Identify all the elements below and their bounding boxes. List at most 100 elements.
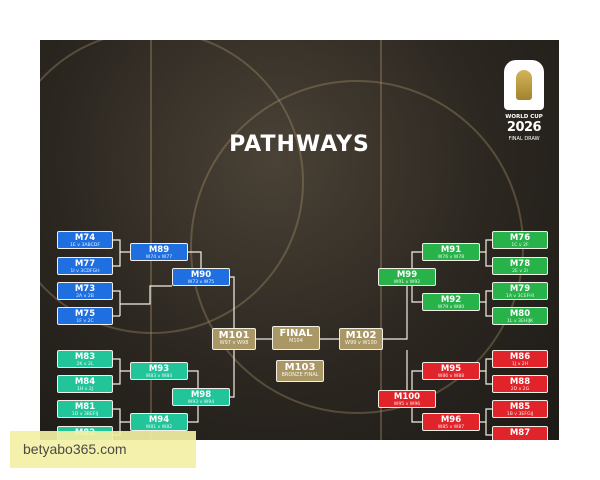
match-code: M80 — [509, 309, 531, 319]
match-subtitle: 1E v 3ABCDF — [70, 243, 100, 248]
trophy-icon — [504, 60, 544, 110]
match-subtitle: W73 v W75 — [187, 280, 215, 285]
match-code: M91 — [440, 245, 462, 255]
page-title: PATHWAYS — [229, 132, 370, 157]
match-code: M73 — [74, 284, 96, 294]
match-subtitle: 2D v 2G — [510, 387, 530, 392]
match-code: FINAL — [279, 328, 313, 339]
match-code: M88 — [509, 377, 531, 387]
match-code: M89 — [148, 245, 170, 255]
connector-line — [113, 252, 121, 267]
connector-line — [120, 285, 172, 305]
match-code: M81 — [74, 402, 96, 412]
connector-line — [188, 251, 202, 268]
match-subtitle: M104 — [289, 338, 303, 344]
match-subtitle: 1J v 2H — [511, 362, 529, 367]
match-subtitle: 1D v 3BEFIJ — [71, 412, 99, 417]
match-code: M95 — [440, 364, 462, 374]
match-code: M94 — [148, 415, 170, 425]
match-subtitle: W79 v W80 — [437, 305, 465, 310]
match-code: M86 — [509, 352, 531, 362]
match-subtitle: 2E v 2I — [512, 269, 528, 274]
match-subtitle: W86 v W88 — [437, 374, 465, 379]
match-subtitle: W74 v W77 — [145, 255, 173, 260]
match-subtitle: W85 v W87 — [437, 425, 465, 430]
connector-line — [480, 290, 492, 303]
logo-line1: WORLD CUP — [505, 114, 543, 120]
match-code: M99 — [396, 270, 418, 280]
match-m87: M87 — [492, 426, 548, 440]
match-code: M76 — [509, 233, 531, 243]
match-code: M78 — [509, 259, 531, 269]
connector-line — [485, 252, 492, 267]
match-subtitle: W91 v W92 — [393, 280, 421, 285]
match-code: M92 — [440, 295, 462, 305]
match-code: M98 — [190, 390, 212, 400]
match-code: M77 — [74, 259, 96, 269]
match-code: M102 — [345, 330, 377, 341]
match-code: M100 — [393, 392, 421, 402]
match-code: M83 — [74, 352, 96, 362]
connector-line — [480, 358, 492, 372]
match-code: M101 — [218, 330, 250, 341]
connector-line — [480, 239, 492, 253]
connector-line — [383, 286, 408, 340]
match-code: M84 — [74, 377, 96, 387]
match-subtitle: W99 v W100 — [345, 340, 377, 346]
match-code: M90 — [190, 270, 212, 280]
match-subtitle: 1H v 2J — [76, 387, 94, 392]
match-subtitle: BRONZE FINAL — [281, 372, 319, 378]
match-subtitle: W81 v W82 — [145, 425, 173, 430]
match-subtitle: W97 v W98 — [219, 340, 249, 346]
match-subtitle: 1A v 3CEFHI — [505, 294, 535, 299]
match-code: M96 — [440, 415, 462, 425]
logo-year: 2026 — [506, 120, 542, 135]
connector-line — [480, 408, 492, 423]
match-subtitle: W76 v W78 — [437, 255, 465, 260]
match-subtitle: 1I v 3CDFGH — [70, 269, 100, 274]
match-subtitle: W83 v W84 — [145, 374, 173, 379]
world-cup-logo: WORLD CUP 2026 FINAL DRAW — [502, 56, 546, 156]
connector-line — [113, 408, 130, 423]
match-code: M74 — [74, 233, 96, 243]
match-subtitle: 1F v 2C — [76, 319, 94, 324]
match-subtitle: W93 v W94 — [187, 400, 215, 405]
match-code: M103 — [284, 362, 316, 373]
connector-line — [113, 239, 130, 253]
match-subtitle: 2K v 2L — [76, 362, 94, 367]
pitch-line-decoration — [150, 40, 152, 440]
connector-line — [485, 302, 492, 317]
match-subtitle: 2A v 2B — [76, 294, 94, 299]
match-code: M85 — [509, 402, 531, 412]
match-code: M79 — [509, 284, 531, 294]
match-subtitle: 1L v 3EHIJK — [506, 319, 534, 324]
